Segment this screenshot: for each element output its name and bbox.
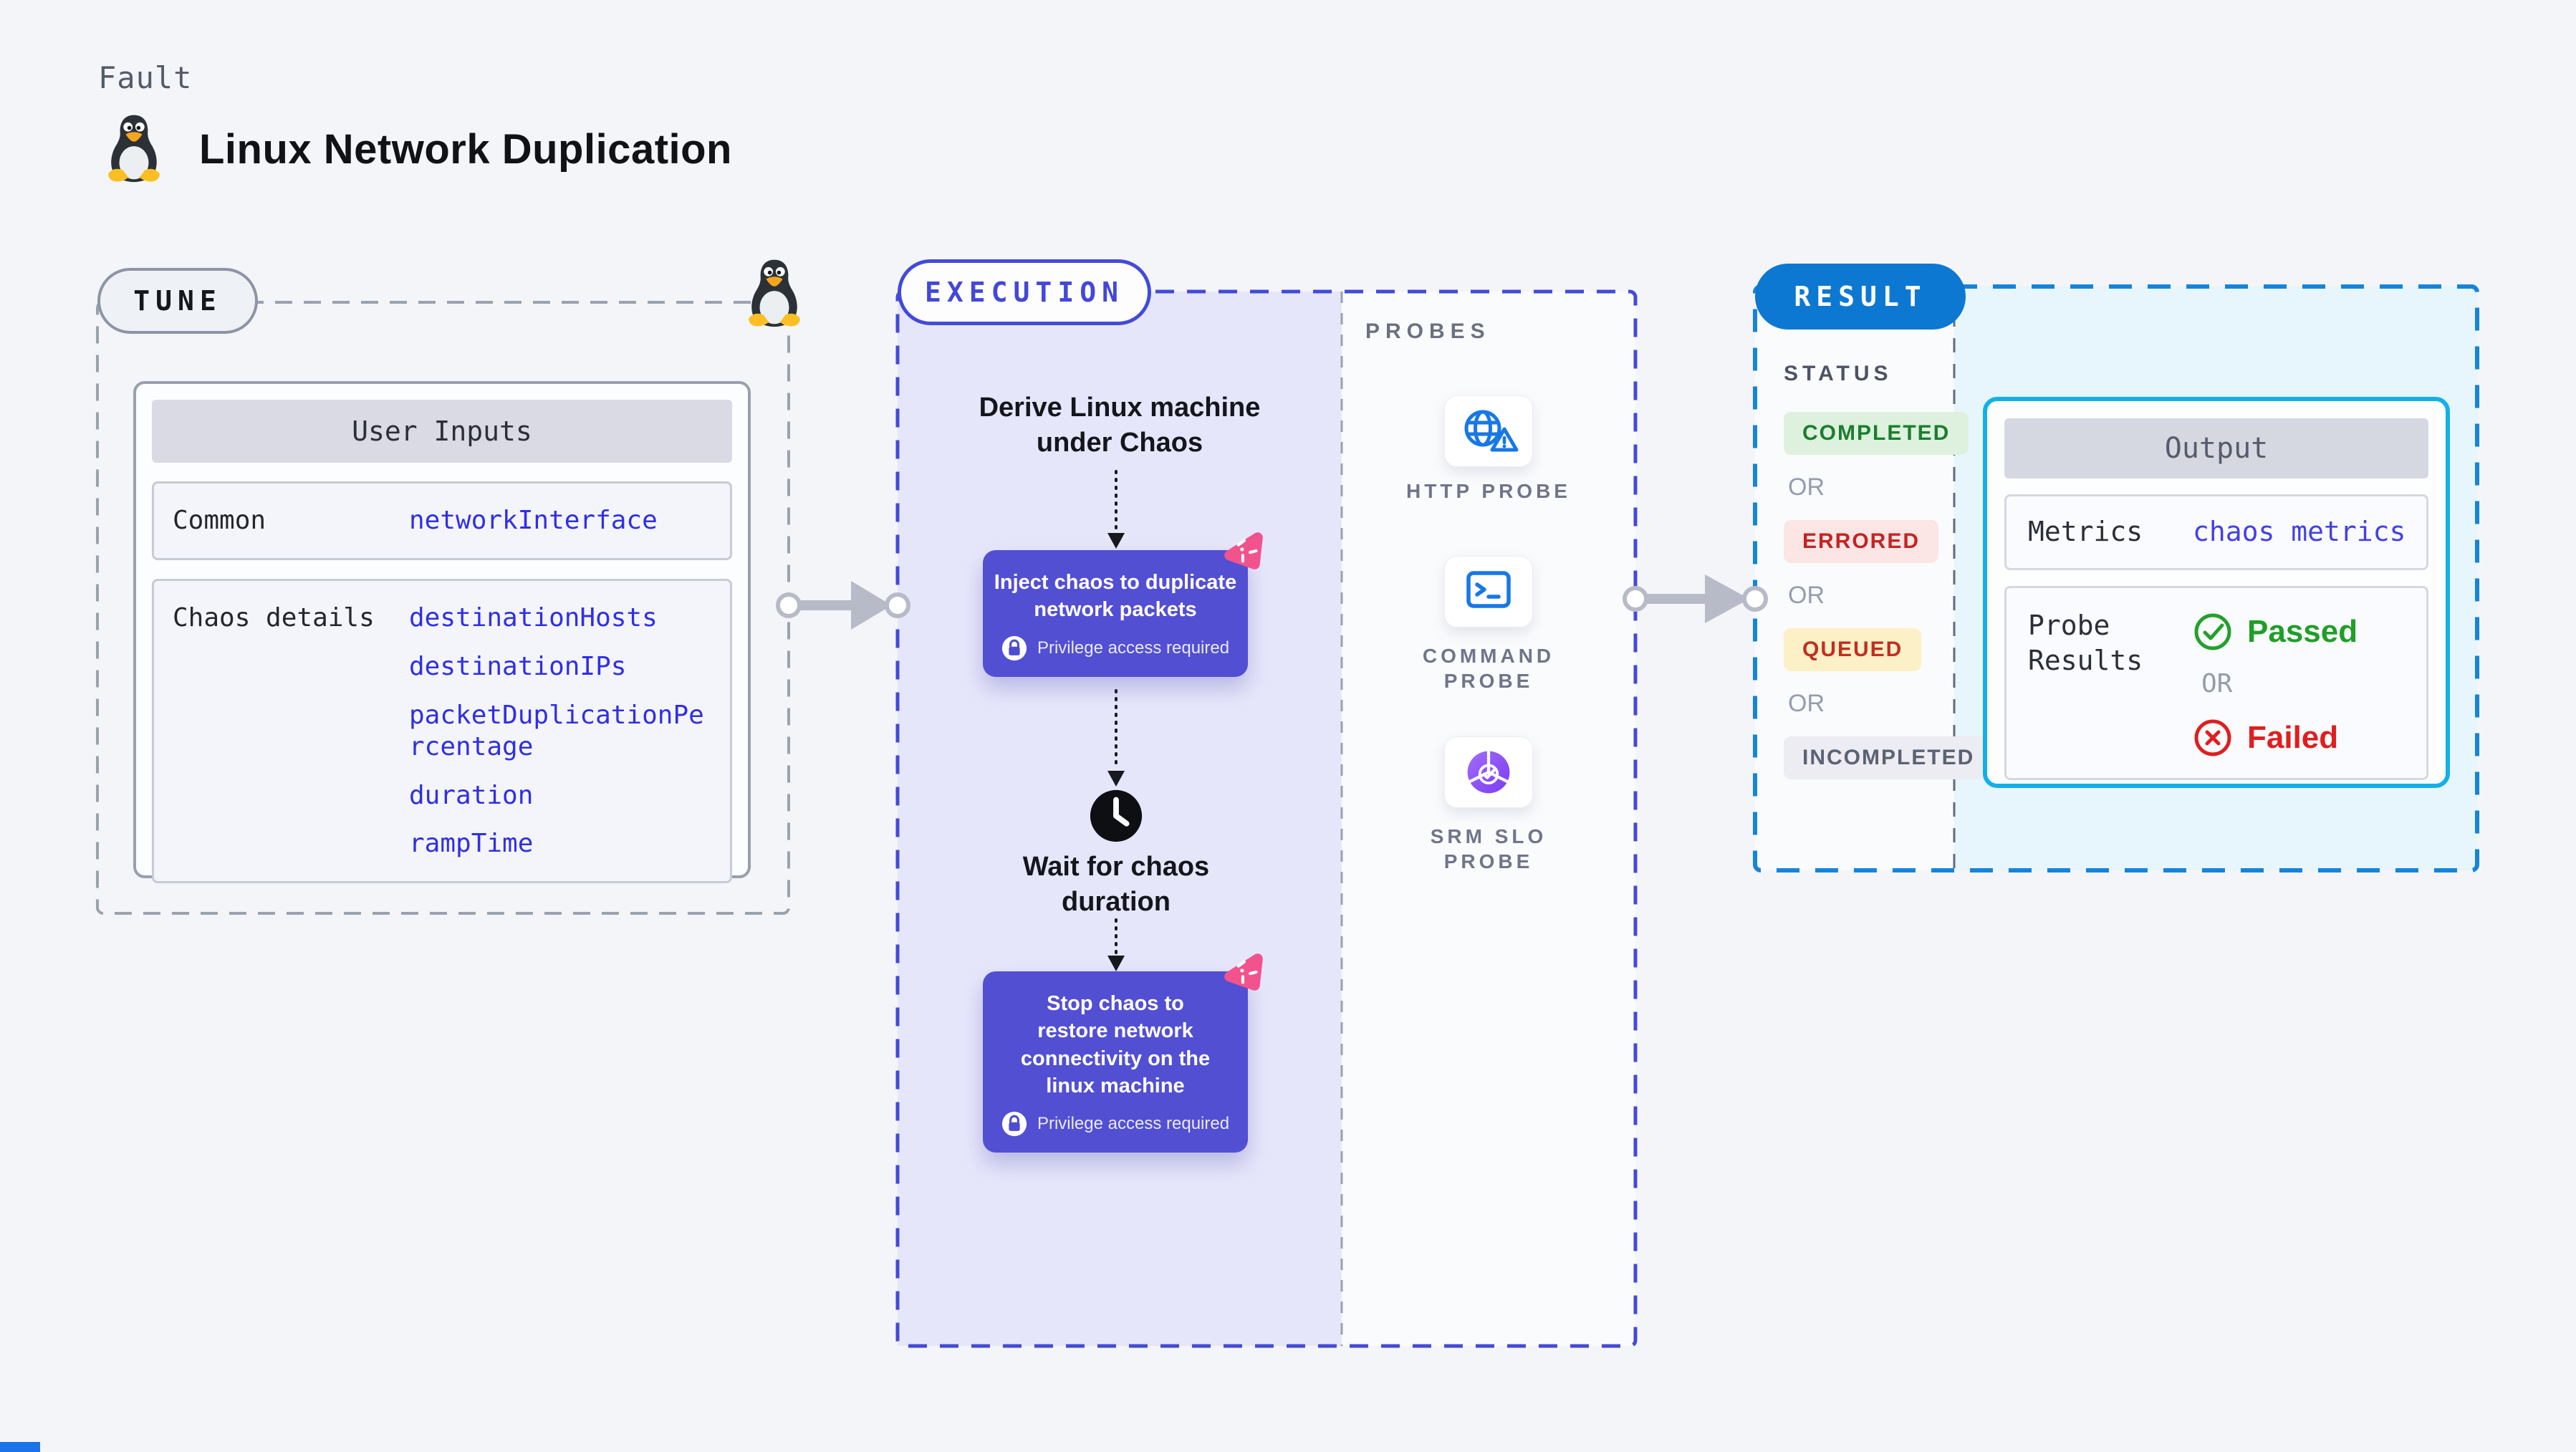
chaos-burst-icon	[1221, 950, 1268, 994]
or-separator: OR	[2201, 669, 2233, 699]
execution-badge: EXECUTION	[898, 259, 1151, 325]
metrics-value: chaos metrics	[2193, 516, 2406, 548]
step-text-line: network packets	[1034, 598, 1197, 622]
input-value: packetDuplicationPercentage	[409, 700, 704, 761]
http-probe-label: HTTP PROBE	[1406, 480, 1571, 502]
user-inputs-title: User Inputs	[152, 400, 732, 463]
step-text-line: restore network	[1037, 1019, 1193, 1043]
lock-icon	[1001, 635, 1027, 661]
http-probe-card	[1444, 395, 1533, 467]
slo-pie-check-icon	[1463, 746, 1514, 798]
or-separator: OR	[1788, 473, 1825, 501]
step-inject-chaos: Inject chaos to duplicate network packet…	[983, 550, 1248, 677]
page-title: Linux Network Duplication	[199, 125, 732, 173]
tune-badge: TUNE	[97, 268, 258, 334]
globe-alert-icon	[1458, 407, 1519, 456]
command-probe-label: COMMAND PROBE	[1422, 645, 1555, 692]
probe-results-row: Probe Results Passed OR Failed	[2004, 586, 2428, 781]
input-value: duration	[409, 780, 534, 810]
status-completed: COMPLETED	[1784, 412, 1969, 455]
user-inputs-panel: User Inputs Common networkInterface Chao…	[133, 381, 751, 884]
failed-label: Failed	[2247, 719, 2339, 755]
input-row-label: Chaos details	[173, 602, 375, 633]
tux-penguin-icon	[105, 113, 163, 185]
output-title: Output	[2004, 418, 2428, 479]
step-text-line: Inject chaos to duplicate	[994, 571, 1237, 594]
step-text-line: Stop chaos to	[1047, 992, 1184, 1015]
input-row-common: Common networkInterface	[152, 481, 732, 560]
step-wait-duration: Wait for chaos duration	[976, 850, 1256, 920]
step-text-line: Derive Linux machine	[979, 393, 1261, 423]
status-column: STATUS COMPLETED OR ERRORED OR QUEUED OR…	[1784, 362, 1994, 779]
status-errored: ERRORED	[1784, 520, 1939, 563]
fault-kicker: Fault	[98, 60, 193, 95]
metrics-row: Metrics chaos metrics	[2004, 494, 2428, 570]
clock-icon	[1088, 788, 1144, 844]
chaos-burst-icon	[1221, 529, 1268, 573]
status-queued: QUEUED	[1784, 628, 1922, 671]
probe-results-label: Probe Results	[2028, 610, 2143, 677]
input-value: rampTime	[409, 829, 534, 859]
step-derive-machine: Derive Linux machine under Chaos	[919, 390, 1320, 461]
bottom-edge-artifact	[0, 1442, 40, 1452]
input-value: destinationHosts	[409, 602, 658, 633]
step-text-line: under Chaos	[1036, 428, 1203, 458]
or-separator: OR	[1788, 582, 1825, 609]
probes-heading: PROBES	[1365, 319, 1491, 343]
input-value: networkInterface	[409, 506, 658, 535]
x-circle-icon	[2193, 718, 2233, 758]
tux-penguin-icon	[745, 258, 804, 330]
passed-label: Passed	[2247, 614, 2358, 649]
terminal-icon	[1458, 567, 1519, 616]
input-value: destinationIPs	[409, 651, 627, 681]
output-panel: Output Metrics chaos metrics Probe Resul…	[1983, 397, 2450, 788]
input-row-chaos-details: Chaos details destinationHosts destinati…	[152, 578, 732, 884]
srm-slo-probe-card	[1444, 736, 1533, 808]
status-incompleted: INCOMPLETED	[1784, 736, 1994, 779]
step-stop-chaos: Stop chaos to restore network connectivi…	[983, 971, 1248, 1153]
metrics-label: Metrics	[2028, 516, 2143, 548]
status-heading: STATUS	[1784, 362, 1893, 385]
outcome-passed: Passed	[2193, 611, 2358, 652]
or-separator: OR	[1788, 690, 1825, 717]
privilege-note: Privilege access required	[993, 635, 1238, 661]
result-badge: RESULT	[1755, 264, 1966, 330]
check-circle-icon	[2193, 612, 2233, 652]
command-probe-card	[1444, 556, 1533, 628]
step-text-line: linux machine	[1046, 1074, 1185, 1097]
lock-icon	[1001, 1111, 1027, 1137]
privilege-note-text: Privilege access required	[1037, 1114, 1230, 1134]
privilege-note: Privilege access required	[993, 1111, 1238, 1137]
step-text-line: connectivity on the	[1020, 1047, 1211, 1070]
privilege-note-text: Privilege access required	[1037, 638, 1230, 658]
step-text-line: duration	[1062, 887, 1171, 918]
input-row-label: Common	[173, 506, 266, 535]
outcome-failed: Failed	[2193, 717, 2358, 758]
step-text-line: Wait for chaos	[1022, 852, 1210, 882]
page-header: Linux Network Duplication	[105, 113, 732, 185]
srm-slo-probe-label: SRM SLO PROBE	[1430, 825, 1547, 872]
